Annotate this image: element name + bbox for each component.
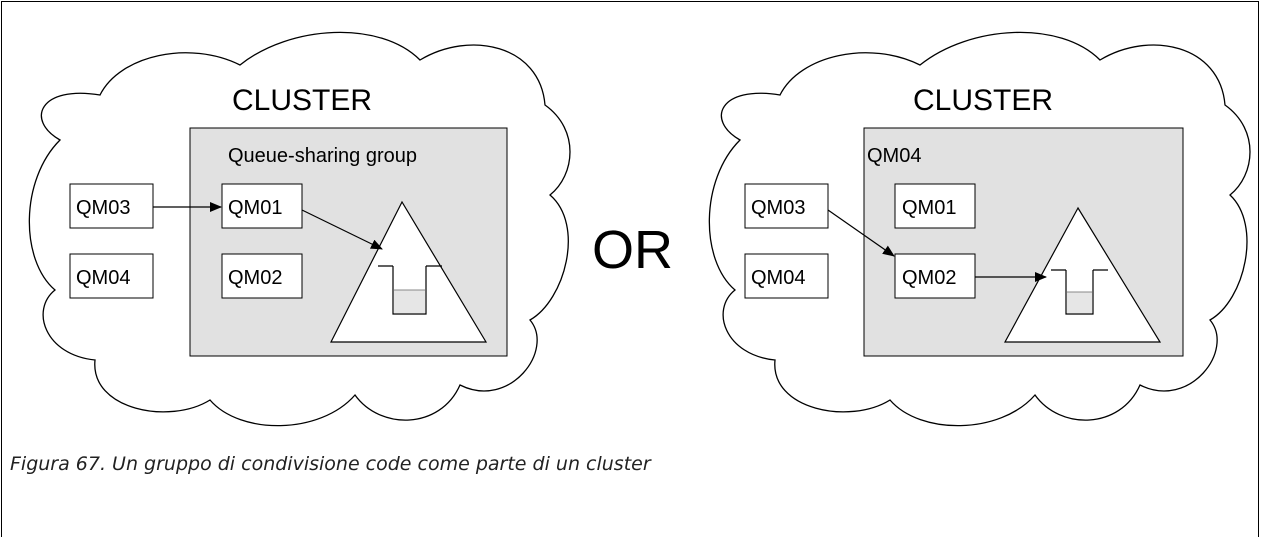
right-group-title: QM04 (867, 145, 921, 167)
right-qm01-box: QM01 (894, 183, 976, 229)
right-panel: CLUSTER QM04 QM03 QM04 QM01 QM02 (708, 31, 1251, 427)
diagram-canvas: CLUSTER Queue-sharing group QM03 QM04 QM… (28, 31, 1251, 427)
left-qm04-label: QM04 (76, 267, 130, 289)
left-cluster-title: CLUSTER (232, 84, 372, 117)
left-qm03-box: QM03 (69, 183, 154, 229)
figure-caption: Figura 67. Un gruppo di condivisione cod… (10, 453, 651, 475)
right-queue-fill (1067, 292, 1092, 313)
left-qm02-box: QM02 (221, 253, 303, 299)
left-panel: CLUSTER Queue-sharing group QM03 QM04 QM… (28, 31, 571, 427)
left-group-title: Queue-sharing group (228, 145, 417, 167)
right-qm04-label: QM04 (751, 267, 805, 289)
right-qm04-box: QM04 (744, 253, 829, 299)
left-qm03-label: QM03 (76, 197, 130, 219)
right-qm01-label: QM01 (902, 197, 956, 219)
left-qm04-box: QM04 (69, 253, 154, 299)
left-queue-icon (378, 265, 442, 315)
left-qm02-label: QM02 (228, 267, 282, 289)
right-qm02-box: QM02 (894, 253, 976, 299)
right-cluster-title: CLUSTER (913, 84, 1053, 117)
left-arrow-qm01-to-queue (301, 209, 383, 250)
right-qm03-label: QM03 (751, 197, 805, 219)
right-qm03-box: QM03 (744, 183, 829, 229)
right-arrow-qm03-to-qm02 (827, 209, 895, 257)
left-shared-queue-triangle (330, 200, 488, 343)
left-queue-fill (394, 290, 425, 313)
left-qm01-box: QM01 (221, 183, 303, 229)
right-queue-icon (1051, 269, 1108, 315)
left-qm01-label: QM01 (228, 197, 282, 219)
right-qm02-label: QM02 (902, 267, 956, 289)
or-separator: OR (592, 220, 673, 280)
